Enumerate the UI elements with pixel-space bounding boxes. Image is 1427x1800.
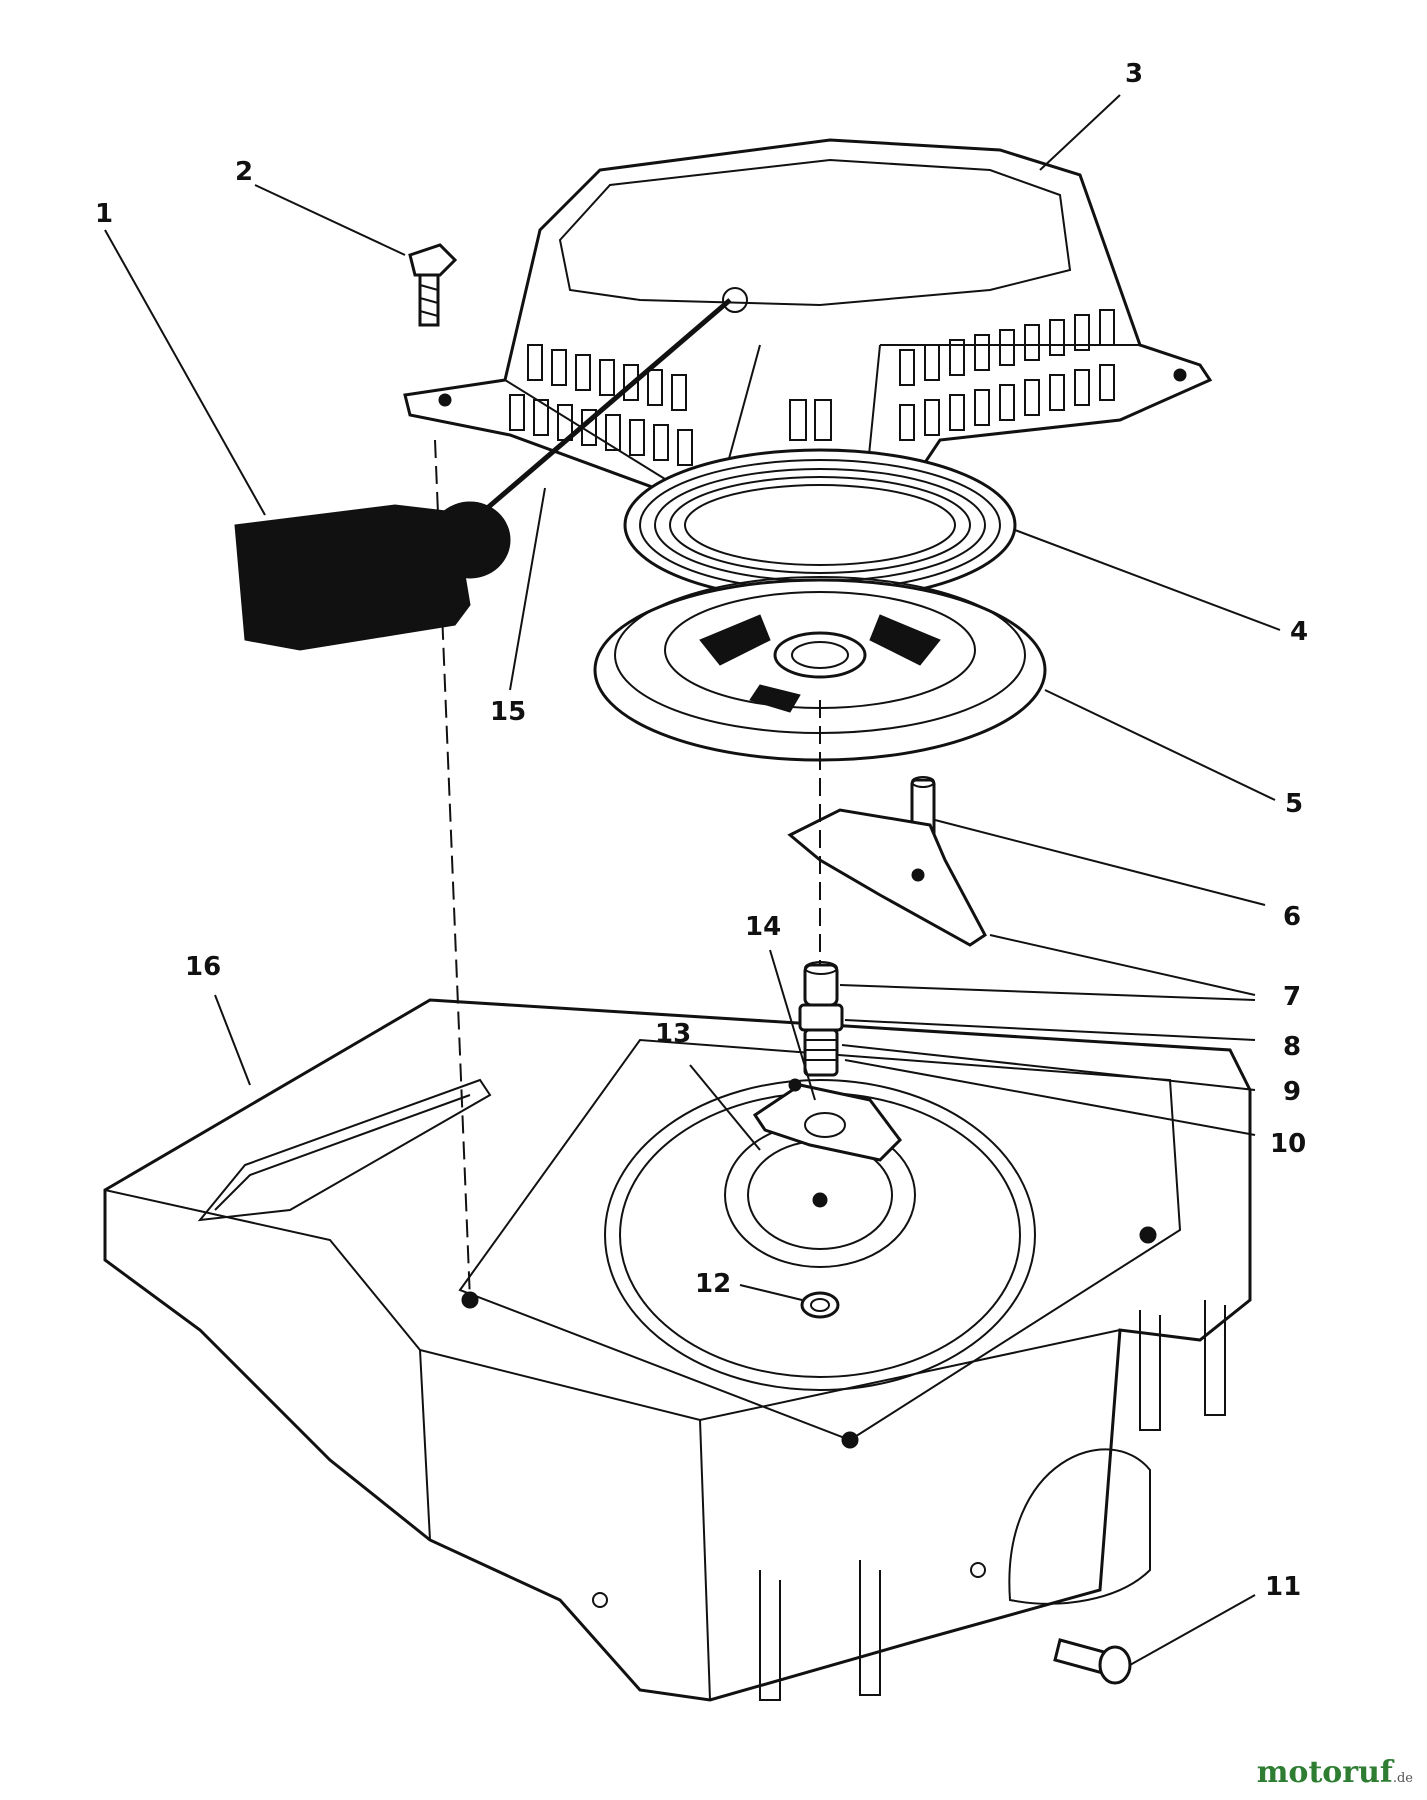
callout-8: 8	[1283, 1032, 1301, 1062]
watermark-brand: motoruf	[1256, 1755, 1393, 1790]
starter-housing	[403, 138, 1213, 562]
callout-1: 1	[95, 199, 113, 229]
callout-3: 3	[1125, 59, 1143, 89]
callout-14: 14	[745, 912, 781, 942]
callout-4: 4	[1290, 617, 1308, 647]
center-nut	[800, 1291, 840, 1319]
callout-13: 13	[655, 1019, 691, 1049]
callout-5: 5	[1285, 789, 1303, 819]
shroud-screw	[1053, 1638, 1132, 1685]
callout-6: 6	[1283, 902, 1301, 932]
starter-pulley	[593, 576, 1047, 762]
callout-15: 15	[490, 697, 526, 727]
shaft-stack	[798, 961, 844, 1077]
mounting-bolt	[408, 243, 458, 327]
callout-2: 2	[235, 157, 253, 187]
callout-labels: 1 2 3 4 5 6 7 8 9 10 11 12 13 14 15 16	[95, 59, 1308, 1602]
starter-rope	[483, 298, 732, 512]
callout-16: 16	[185, 952, 221, 982]
watermark-suffix: .de	[1392, 1771, 1413, 1786]
watermark-logo: motoruf.de	[1257, 1755, 1413, 1790]
callout-7: 7	[1283, 982, 1301, 1012]
callout-10: 10	[1270, 1129, 1306, 1159]
callout-11: 11	[1265, 1572, 1301, 1602]
callout-leaders	[104, 94, 1281, 1666]
callout-12: 12	[695, 1269, 731, 1299]
starter-handle	[234, 501, 511, 651]
engine-shroud	[103, 998, 1252, 1702]
callout-9: 9	[1283, 1077, 1301, 1107]
pawl	[787, 808, 987, 947]
